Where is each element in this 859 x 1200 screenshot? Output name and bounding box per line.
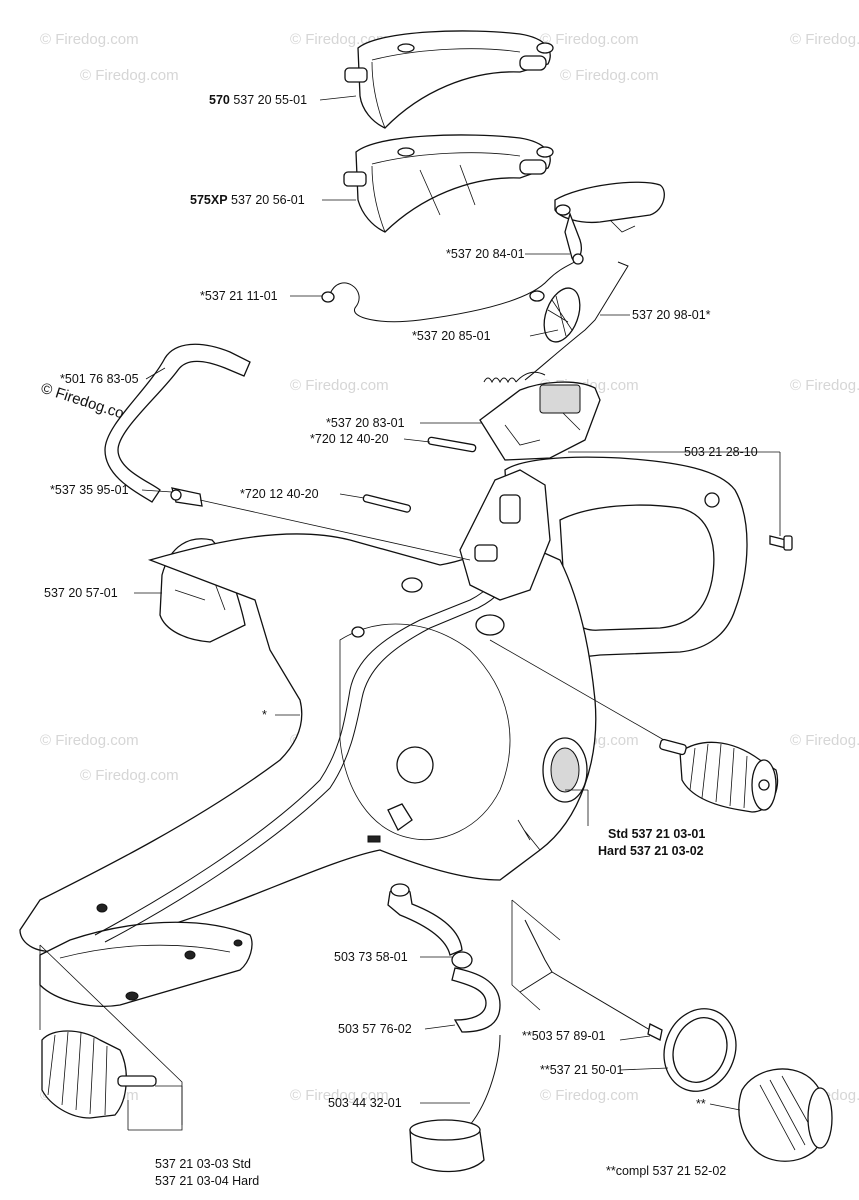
watermark: © Firedog.com [80, 767, 179, 784]
throttle-rod-part [524, 261, 629, 381]
label-double-star: ** [696, 1097, 706, 1111]
watermark: © Firedog.com [540, 1087, 639, 1104]
label-537-20-98-01: 537 20 98-01* [632, 308, 711, 322]
label-537-21-03-04-hard: 537 21 03-04 Hard [155, 1174, 259, 1188]
pin-upper-part [427, 436, 477, 453]
label-720-12-40-20-lower: *720 12 40-20 [240, 487, 319, 501]
label-model: 575XP [190, 193, 228, 207]
cover-570-part [344, 30, 554, 129]
label-503-57-89-01: **503 57 89-01 [522, 1029, 605, 1043]
watermark: © Firedog.com [790, 31, 859, 48]
vent-rod-part [519, 919, 663, 1041]
watermark: © Firedog.com [40, 31, 139, 48]
throttle-trigger-part [543, 287, 581, 343]
fuel-hose-part [451, 967, 501, 1033]
hose-part [104, 343, 251, 503]
label-hard: Hard 537 21 03-02 [598, 844, 704, 858]
label-503-44-32-01: 503 44 32-01 [328, 1096, 402, 1110]
watermark: © Firedog.com [560, 67, 659, 84]
label-503-73-58-01: 503 73 58-01 [334, 950, 408, 964]
part-labels: 570 537 20 55-01 575XP 537 20 56-01 *537… [44, 93, 758, 1188]
label-part-number: 537 20 55-01 [233, 93, 307, 107]
fuel-filter-part [409, 1034, 501, 1173]
fitting-part [170, 487, 203, 507]
label-537-20-83-01: *537 20 83-01 [326, 416, 405, 430]
label-503-57-76-02: 503 57 76-02 [338, 1022, 412, 1036]
label-model: 570 [209, 93, 230, 107]
label-part-number: 537 20 56-01 [231, 193, 305, 207]
label-cover-570: 570 537 20 55-01 [209, 93, 307, 107]
watermark: © Firedog.com [540, 31, 639, 48]
label-537-20-84-01: *537 20 84-01 [446, 247, 525, 261]
watermark: © Firedog.com [40, 732, 139, 749]
watermark: © Firedog.com [790, 377, 859, 394]
label-537-20-85-01: *537 20 85-01 [412, 329, 491, 343]
label-537-21-03-03-std: 537 21 03-03 Std [155, 1157, 251, 1171]
av-element-right-part [659, 738, 779, 813]
label-501-76-83-05: *501 76 83-05 [60, 372, 139, 386]
fuel-pickup-part [387, 883, 473, 969]
screw-part [769, 535, 793, 551]
label-720-12-40-20-upper: *720 12 40-20 [310, 432, 389, 446]
label-compl-537-21-52-02: **compl 537 21 52-02 [606, 1164, 726, 1178]
throttle-cable-part [321, 253, 584, 323]
leader-lines [39, 95, 781, 1131]
label-std: Std 537 21 03-01 [608, 827, 705, 841]
trigger-spring-part [483, 371, 546, 384]
pin-lower-part [362, 494, 412, 513]
fuel-cap-part [738, 1068, 833, 1162]
label-537-21-50-01: **537 21 50-01 [540, 1063, 623, 1077]
watermark: © Firedog.com [790, 732, 859, 749]
trigger-housing-part [479, 381, 601, 461]
watermark: © Firedog.com [290, 377, 389, 394]
watermark: © Firedog.com [290, 1087, 389, 1104]
cover-575xp-part [343, 134, 554, 233]
throttle-lockout-part [554, 181, 665, 261]
label-503-21-28-10: 503 21 28-10 [684, 445, 758, 459]
label-star: * [262, 708, 267, 722]
label-537-21-11-01: *537 21 11-01 [200, 289, 278, 303]
label-537-35-95-01: *537 35 95-01 [50, 483, 129, 497]
label-537-20-57-01: 537 20 57-01 [44, 586, 118, 600]
seal-ring-part [663, 1008, 737, 1092]
main-housing-part [19, 456, 748, 1007]
watermark: © Firedog.com [80, 67, 179, 84]
label-cover-575xp: 575XP 537 20 56-01 [190, 193, 305, 207]
av-element-left-part [41, 1030, 157, 1119]
